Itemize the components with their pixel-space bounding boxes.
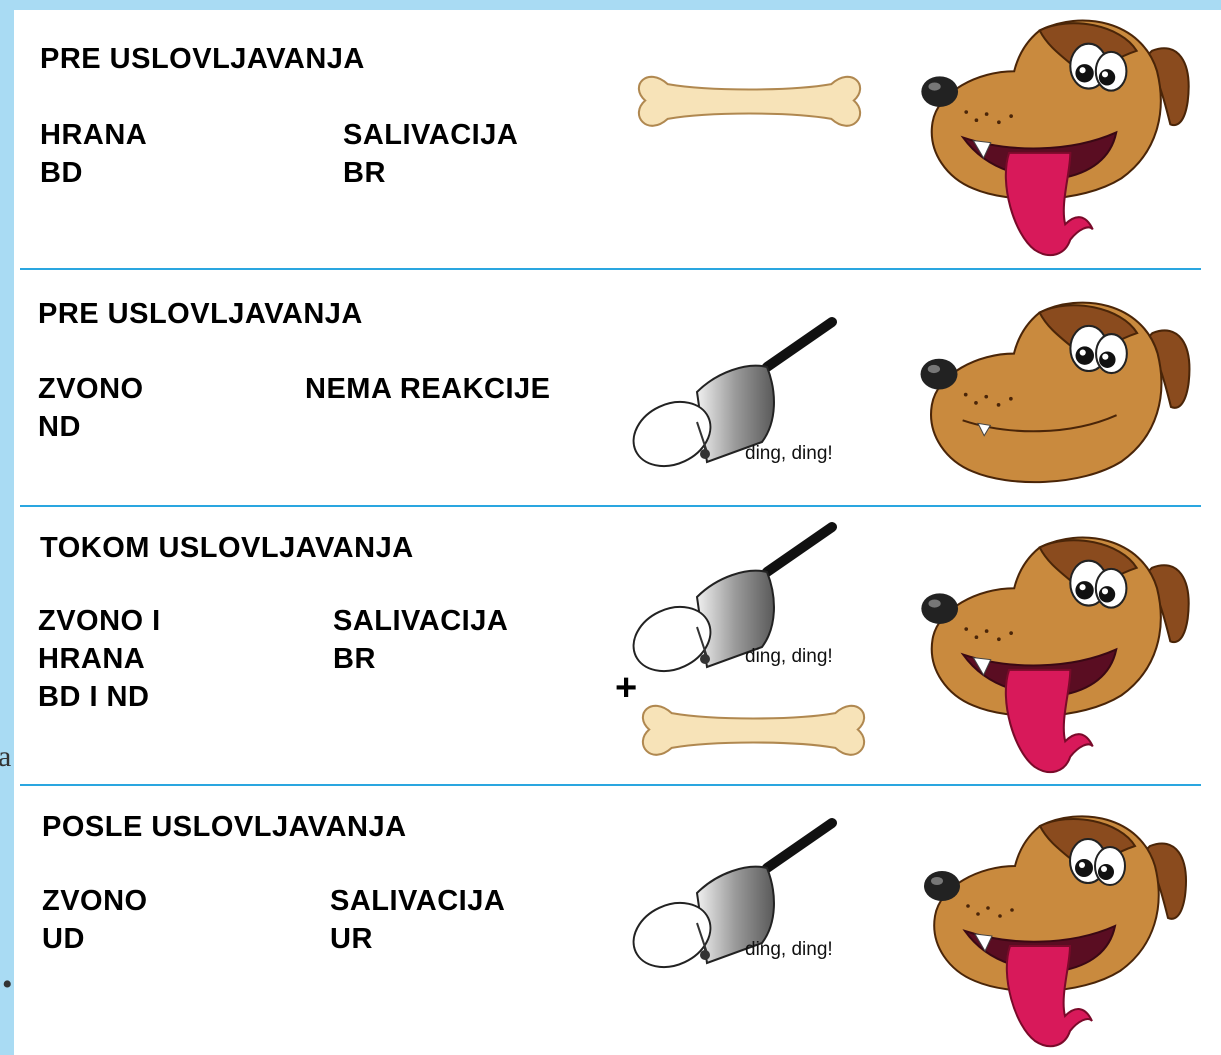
- row1-heading: PRE USLOVLJAVANJA: [40, 43, 365, 76]
- dog-head-icon: [885, 806, 1221, 1051]
- row4-response-line2: UR: [330, 920, 505, 958]
- row3-response-line1: SALIVACIJA: [333, 602, 508, 640]
- bell-sound-label: ding, ding!: [745, 939, 833, 961]
- row1-response-line2: BR: [343, 154, 518, 192]
- row4-heading: POSLE USLOVLJAVANJA: [42, 811, 407, 844]
- row3-stimulus: ZVONO I HRANA BD I ND: [38, 602, 161, 716]
- row3-stimulus-line2: HRANA: [38, 640, 161, 678]
- row4-response-line1: SALIVACIJA: [330, 882, 505, 920]
- row2-stimulus-line1: ZVONO: [38, 370, 144, 408]
- dog-head-icon: [885, 292, 1221, 487]
- row4-stimulus: ZVONO UD: [42, 882, 148, 958]
- left-edge-dot: •: [2, 968, 13, 1002]
- row3-stimulus-line1: ZVONO I: [38, 602, 161, 640]
- dog-head-icon: [885, 527, 1221, 777]
- row1-stimulus-line1: HRANA: [40, 116, 147, 154]
- row1-stimulus: HRANA BD: [40, 116, 147, 192]
- row1-response-line1: SALIVACIJA: [343, 116, 518, 154]
- row4-response: SALIVACIJA UR: [330, 882, 505, 958]
- row2-heading: PRE USLOVLJAVANJA: [38, 298, 363, 331]
- dog-head-icon: [885, 10, 1221, 260]
- row3-response-line2: BR: [333, 640, 508, 678]
- left-edge-fragment: a: [0, 740, 11, 774]
- row2-stimulus-line2: ND: [38, 408, 144, 446]
- divider: [20, 268, 1201, 270]
- divider: [20, 505, 1201, 507]
- bell-sound-label: ding, ding!: [745, 646, 833, 668]
- row2-stimulus: ZVONO ND: [38, 370, 144, 446]
- bone-icon: [637, 54, 862, 149]
- row3-heading: TOKOM USLOVLJAVANJA: [40, 532, 414, 565]
- bone-icon: [641, 683, 866, 778]
- row4-stimulus-line2: UD: [42, 920, 148, 958]
- plus-sign: +: [615, 667, 637, 710]
- row3-stimulus-line3: BD I ND: [38, 678, 161, 716]
- row1-stimulus-line2: BD: [40, 154, 147, 192]
- divider: [20, 784, 1201, 786]
- bell-sound-label: ding, ding!: [745, 443, 833, 465]
- row4-stimulus-line1: ZVONO: [42, 882, 148, 920]
- row3-response: SALIVACIJA BR: [333, 602, 508, 678]
- row2-response: NEMA REAKCIJE: [305, 370, 551, 408]
- row1-response: SALIVACIJA BR: [343, 116, 518, 192]
